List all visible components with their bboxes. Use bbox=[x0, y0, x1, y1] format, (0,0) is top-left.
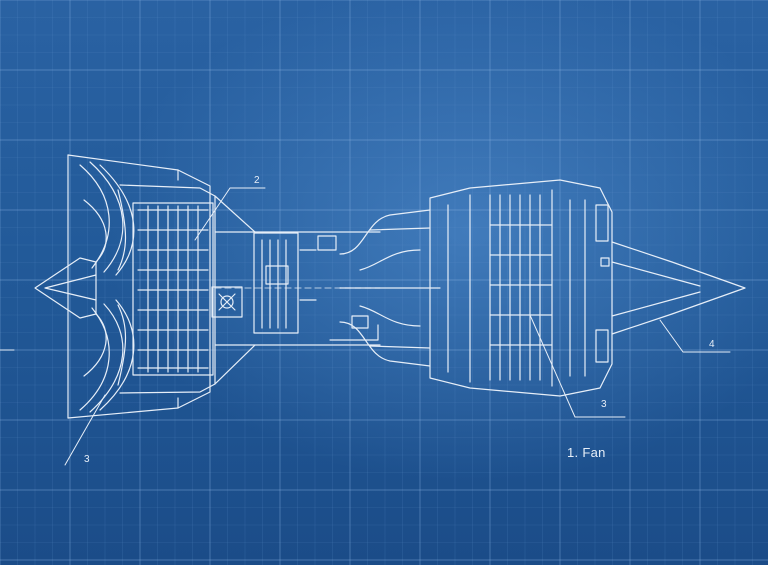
hp-compressor bbox=[253, 232, 337, 334]
exhaust-cone bbox=[611, 241, 746, 335]
gearbox bbox=[211, 286, 243, 318]
spinner-cone bbox=[34, 257, 97, 319]
fan-blades bbox=[67, 154, 211, 419]
legend-item-fan: 1. Fan bbox=[567, 445, 606, 460]
callout-4: 4 bbox=[709, 339, 715, 350]
compressor-stack bbox=[132, 195, 256, 385]
leader-lines bbox=[0, 187, 731, 466]
combustion-piping bbox=[329, 209, 441, 367]
turbine bbox=[429, 179, 613, 397]
fan-casing bbox=[119, 169, 216, 409]
callout-3-right: 3 bbox=[601, 399, 607, 410]
callout-2: 2 bbox=[254, 175, 260, 186]
callout-3-left: 3 bbox=[84, 454, 90, 465]
